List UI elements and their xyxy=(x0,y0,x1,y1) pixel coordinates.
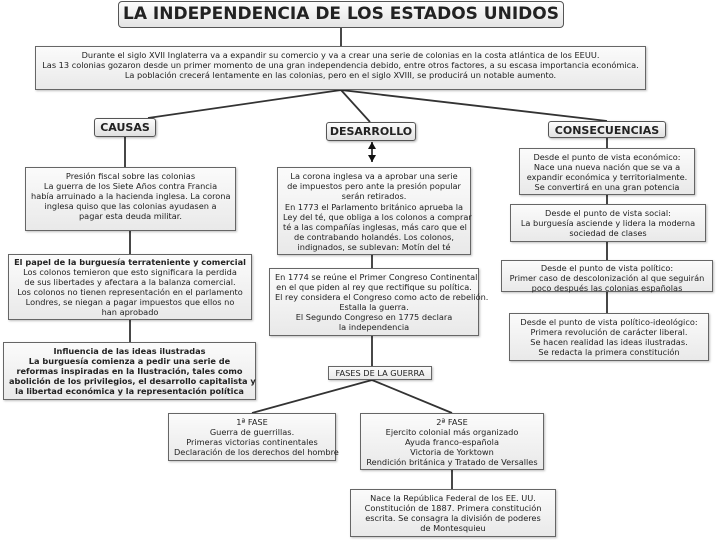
text-line: Primeras victorias continentales xyxy=(186,437,318,447)
republica-box: Nace la República Federal de los EE. UU.… xyxy=(350,489,556,537)
text-line: Nace una nueva nación que se va a xyxy=(533,162,681,172)
text-line: Los colonos temieron que esto significar… xyxy=(23,267,237,277)
text-line: 1ª FASE xyxy=(236,417,268,427)
consecuencia-politica-box: Desde el punto de vista político: Primer… xyxy=(501,260,713,293)
heading-causas: CAUSAS xyxy=(94,118,156,137)
text-line: En 1774 se reúne el Primer Congreso Cont… xyxy=(275,272,478,282)
text-line: té a las compañías inglesas, más caro qu… xyxy=(283,222,467,233)
text-line: de sus libertades y afectara a la balanz… xyxy=(24,277,236,287)
text-line: La corona inglesa va a aprobar una serie xyxy=(290,171,458,181)
text-line: abolición de los privilegios, el desarro… xyxy=(9,376,256,386)
text-line: La burguesía asciende y lidera la modern… xyxy=(520,218,696,228)
consecuencia-ideologica-box: Desde el punto de vista político-ideológ… xyxy=(509,313,709,361)
text-line: En 1773 el Parlamento británico aprueba … xyxy=(284,201,464,212)
text-line: la independencia xyxy=(338,322,410,332)
text-line: Rendición británica y Tratado de Versall… xyxy=(366,457,538,467)
fases-heading-box: FASES DE LA GUERRA xyxy=(328,366,432,380)
fase1-box: 1ª FASE Guerra de guerrillas. Primeras v… xyxy=(168,413,339,461)
box-title: Influencia de las ideas ilustradas xyxy=(53,346,206,356)
consecuencia-social-box: Desde el punto de vista social: La burgu… xyxy=(510,204,706,242)
text-line: indignados, se sublevan: Motín del té xyxy=(297,242,451,253)
text-line: Ayuda franco-española xyxy=(405,437,499,447)
text-line: Ley del té, que obliga a los colonos a c… xyxy=(283,211,472,222)
text-line: Desde el punto de vista político-ideológ… xyxy=(520,317,698,327)
text-line: Desde el punto de vista político: xyxy=(540,263,674,273)
text-line: la libertad económica y la representació… xyxy=(15,386,244,396)
text-line: Estalla la guerra. xyxy=(339,302,409,312)
text-line: Londres, se niegan a pagar impuestos que… xyxy=(25,297,235,307)
text-line: La burguesía comienza a pedir una serie … xyxy=(28,356,231,366)
text-line: Nace la República Federal de los EE. UU. xyxy=(370,493,536,503)
causas-ilustracion-box: Influencia de las ideas ilustradas La bu… xyxy=(3,342,256,400)
causas-burguesia-box: El papel de la burguesía terrateniente y… xyxy=(8,254,252,320)
text-line: en el que piden al rey que rectifique su… xyxy=(276,282,472,292)
heading-desarrollo: DESARROLLO xyxy=(326,122,416,141)
fase2-box: 2ª FASE Ejercito colonial más organizado… xyxy=(360,413,544,470)
box-title: El papel de la burguesía terrateniente y… xyxy=(14,257,246,267)
text-line: expandir económica y territorialmente. xyxy=(526,172,688,182)
consecuencia-economica-box: Desde el punto de vista económico: Nace … xyxy=(519,148,695,195)
causas-fiscal-box: Presión fiscal sobre las colonias La gue… xyxy=(25,167,236,231)
text-line: El Segundo Congreso en 1775 declara xyxy=(295,312,453,322)
text-line: de Montesquieu xyxy=(420,523,486,533)
text-line: Declaración de los derechos del hombre xyxy=(174,447,339,457)
heading-consecuencias: CONSECUENCIAS xyxy=(548,121,666,138)
text-line: Presión fiscal sobre las colonias xyxy=(65,171,196,181)
text-line: pagar esta deuda militar. xyxy=(78,211,182,221)
text-line: Ejercito colonial más organizado xyxy=(385,427,519,437)
text-line: de impuestos pero ante la presión popula… xyxy=(287,181,461,192)
text-line: Constitución de 1887. Primera constituci… xyxy=(364,503,542,513)
text-line: Guerra de guerrillas. xyxy=(209,427,295,437)
text-line: sociedad de clases xyxy=(569,228,647,238)
text-line: serán retirados. xyxy=(341,191,407,202)
text-line: han aprobado xyxy=(101,307,159,317)
text-line: Primera revolución de carácter liberal. xyxy=(530,327,688,337)
text-line: El rey considera el Congreso como acto d… xyxy=(275,292,489,302)
text-line: Desde el punto de vista social: xyxy=(545,208,671,218)
text-line: Victoria de Yorktown xyxy=(410,447,494,457)
intro-line: Las 13 colonias gozaron desde un primer … xyxy=(42,60,639,70)
intro-line: Durante el siglo XVII Inglaterra va a ex… xyxy=(81,50,600,60)
desarrollo-congreso-box: En 1774 se reúne el Primer Congreso Cont… xyxy=(269,268,489,336)
page-title: LA INDEPENDENCIA DE LOS ESTADOS UNIDOS xyxy=(118,1,564,28)
text-line: La guerra de los Siete Años contra Franc… xyxy=(43,181,218,191)
text-line: Los colonos no tienen representación en … xyxy=(17,287,243,297)
text-line: había arruinado a la hacienda inglesa. L… xyxy=(31,191,231,201)
text-line: 2ª FASE xyxy=(436,417,468,427)
text-line: reformas inspiradas en la Ilustración, t… xyxy=(16,366,243,376)
text-line: de contrabando holandés. Los colonos, xyxy=(294,232,454,243)
text-line: Se hacen realidad las ideas ilustradas. xyxy=(530,337,688,347)
intro-line: La población crecerá lentamente en las c… xyxy=(124,70,557,80)
text-line: Desde el punto de vista económico: xyxy=(533,152,681,162)
intro-box: Durante el siglo XVII Inglaterra va a ex… xyxy=(35,46,646,90)
text-line: poco después las colonias españolas xyxy=(531,283,683,293)
text-line: escrita. Se consagra la división de pode… xyxy=(365,513,541,523)
desarrollo-te-box: La corona inglesa va a aprobar una serie… xyxy=(277,167,472,255)
fases-label: FASES DE LA GUERRA xyxy=(335,368,425,378)
text-line: Se convertirá en una gran potencia xyxy=(534,182,680,192)
text-line: Se redacta la primera constitución xyxy=(538,347,680,357)
text-line: Primer caso de descolonización al que se… xyxy=(509,273,705,283)
text-line: inglesa quiso que las colonias ayudasen … xyxy=(44,201,217,211)
